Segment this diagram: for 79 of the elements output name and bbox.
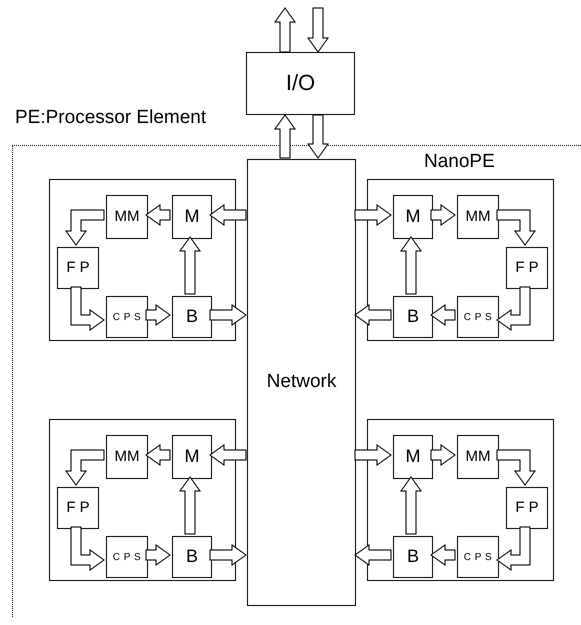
- block-label: B: [406, 547, 419, 567]
- block-label: C P S: [112, 552, 142, 562]
- block-label: MM: [114, 208, 140, 226]
- block-box: [106, 435, 148, 479]
- block-arrow: [496, 210, 536, 246]
- block-arrow: [210, 304, 247, 326]
- group-heading: PE:Processor Element: [15, 108, 206, 129]
- block-arrow: [354, 444, 392, 466]
- block-arrow: [145, 444, 170, 466]
- block-arrow: [430, 444, 456, 466]
- block-arrow: [65, 210, 104, 246]
- block-arrow: [354, 544, 392, 566]
- block-box: [506, 247, 548, 289]
- block-arrow: [400, 236, 422, 294]
- node-box: [49, 419, 236, 581]
- block-arrow: [146, 544, 171, 566]
- block-box: [457, 435, 499, 479]
- block-box: [393, 296, 433, 338]
- block-arrow: [274, 7, 296, 52]
- block-box: [172, 435, 212, 479]
- block-arrow: [70, 286, 105, 331]
- block-arrow: [354, 204, 392, 226]
- block-label: F P: [66, 260, 90, 276]
- block-arrow: [179, 476, 201, 534]
- block-label: I/O: [286, 71, 316, 96]
- block-arrow: [430, 544, 456, 566]
- block-label: F P: [515, 260, 539, 276]
- block-label: MM: [466, 448, 490, 466]
- block-label: MM: [466, 208, 490, 226]
- block-box: [506, 487, 548, 529]
- block-arrow: [70, 526, 105, 571]
- block-box: [172, 536, 212, 578]
- block-arrow: [65, 450, 104, 486]
- node-box: [49, 179, 236, 341]
- block-arrow: [496, 526, 530, 571]
- block-box: [457, 195, 499, 239]
- block-label: B: [186, 547, 198, 567]
- block-arrow: [307, 114, 329, 159]
- block-box: [106, 296, 148, 338]
- block-label: Network: [266, 372, 336, 393]
- block-box: [172, 195, 212, 239]
- block-arrow: [209, 204, 246, 226]
- block-label: M: [184, 447, 200, 467]
- block-arrow: [354, 304, 392, 326]
- block-arrow: [400, 476, 422, 534]
- block-label: F P: [515, 500, 539, 516]
- block-arrow: [210, 544, 247, 566]
- block-arrow: [430, 204, 456, 226]
- block-arrow: [146, 304, 171, 326]
- block-label: F P: [66, 500, 90, 516]
- block-box: [106, 195, 148, 239]
- block-arrow: [274, 114, 296, 158]
- block-box: [457, 296, 499, 338]
- block-label: M: [184, 207, 200, 227]
- block-label: B: [186, 307, 198, 327]
- block-label: C P S: [464, 312, 492, 322]
- block-label: C P S: [464, 552, 492, 562]
- block-label: C P S: [112, 312, 142, 322]
- block-box: [57, 247, 99, 289]
- block-label: MM: [114, 448, 140, 466]
- block-box: [57, 487, 99, 529]
- block-box: [246, 52, 355, 115]
- block-arrow: [179, 236, 201, 294]
- block-box: [172, 296, 212, 338]
- block-arrow: [496, 450, 536, 486]
- block-box: [457, 536, 499, 578]
- block-label: B: [406, 307, 419, 327]
- block-label: M: [406, 207, 420, 227]
- block-box: [393, 536, 433, 578]
- node-box: [367, 419, 554, 581]
- block-arrow: [307, 8, 329, 53]
- block-arrow: [430, 304, 456, 326]
- block-box: [247, 159, 356, 606]
- block-box: [106, 536, 148, 578]
- block-arrow: [496, 286, 530, 331]
- block-arrow: [145, 204, 170, 226]
- block-arrow: [209, 444, 246, 466]
- block-label: M: [406, 447, 420, 467]
- group-heading: NanoPE: [424, 152, 495, 173]
